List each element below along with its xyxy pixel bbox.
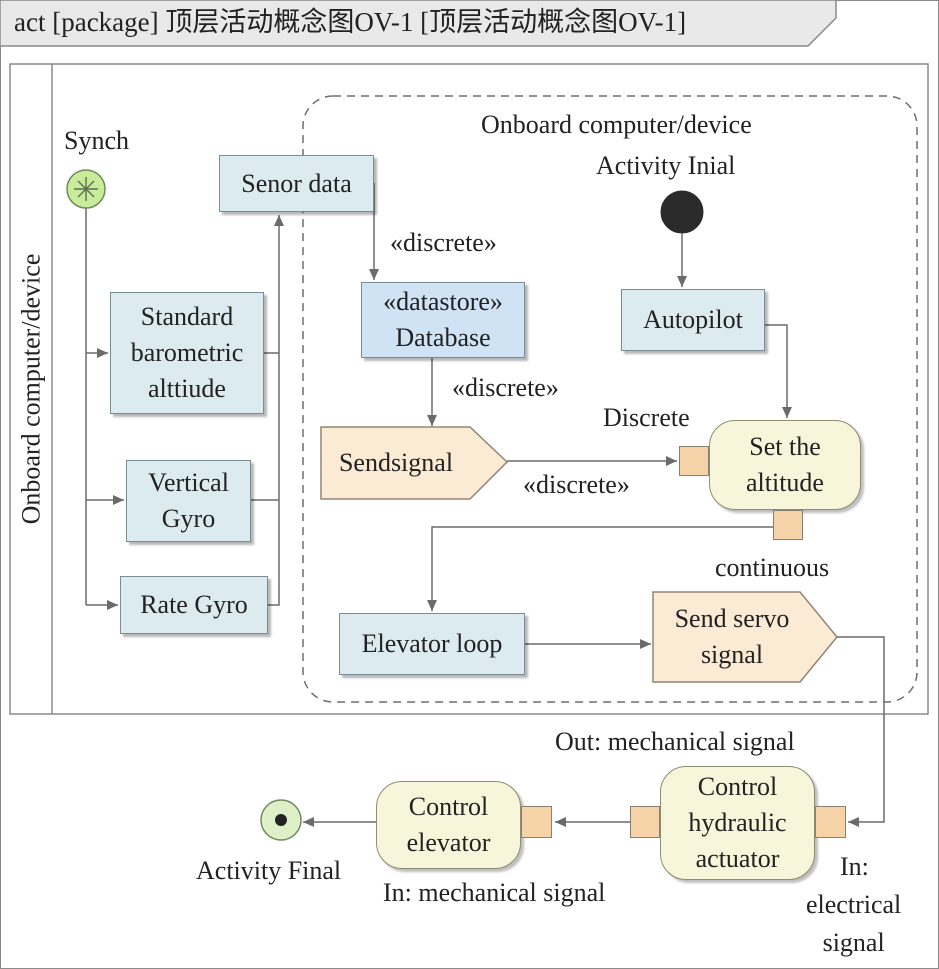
hydraulic-output-pin[interactable] xyxy=(630,806,660,838)
discrete-label-1: «discrete» xyxy=(390,228,497,257)
hydraulic-input-pin[interactable] xyxy=(815,806,846,838)
discrete-label-3: «discrete» xyxy=(523,470,630,499)
discrete-input-pin[interactable] xyxy=(679,446,709,476)
discrete-label-2: «discrete» xyxy=(452,373,559,402)
out-mechanical-label: Out: mechanical signal xyxy=(555,727,795,756)
swimlane-label: Onboard computer/device xyxy=(16,253,46,525)
elevator-input-pin[interactable] xyxy=(521,806,552,838)
in-electrical-label: In: electrical signal xyxy=(806,852,902,957)
continuous-pin-label: continuous xyxy=(715,553,830,582)
database-datastore[interactable]: «datastore» Database xyxy=(361,282,525,358)
elevator-loop-action[interactable]: Elevator loop xyxy=(339,613,525,675)
title-tab xyxy=(0,0,837,47)
final-node[interactable] xyxy=(260,799,302,841)
send-servo-label: Send servo signal xyxy=(674,604,790,669)
sendsignal-label: Sendsignal xyxy=(338,448,454,477)
synch-node[interactable] xyxy=(66,169,106,209)
diagram-title: act [package] 顶层活动概念图OV-1 [顶层活动概念图OV-1] xyxy=(14,7,687,37)
synch-label: Synch xyxy=(64,126,129,155)
swimlane-partition xyxy=(9,63,929,715)
set-altitude-action[interactable]: Set the altitude xyxy=(709,420,861,510)
control-elevator-action[interactable]: Control elevator xyxy=(376,781,521,869)
initial-node-label: Activity Inial xyxy=(596,151,736,180)
initial-node[interactable] xyxy=(660,190,704,234)
rate-gyro-action[interactable]: Rate Gyro xyxy=(120,576,268,634)
edge-setalt-to-elevloop xyxy=(427,526,774,611)
in-mechanical-label: In: mechanical signal xyxy=(383,878,606,907)
vertical-gyro-action[interactable]: Vertical Gyro xyxy=(126,460,251,542)
autopilot-action[interactable]: Autopilot xyxy=(621,289,765,351)
activity-final-label: Activity Final xyxy=(196,856,342,885)
senor-data-action[interactable]: Senor data xyxy=(219,155,374,212)
edge-rategyro-to-senor xyxy=(268,215,284,606)
barometric-altitude-action[interactable]: Standard barometric alttiude xyxy=(110,292,264,414)
onboard-region xyxy=(302,95,918,703)
edge-autopilot-to-setalt xyxy=(765,324,792,418)
sendsignal-shape[interactable] xyxy=(320,426,509,500)
discrete-pin-label: Discrete xyxy=(603,403,690,432)
edge-servo-to-hydraulic xyxy=(837,636,885,827)
region-label: Onboard computer/device xyxy=(481,110,752,139)
control-hydraulic-actuator-action[interactable]: Control hydraulic actuator xyxy=(660,766,815,880)
send-servo-shape[interactable] xyxy=(652,591,838,683)
continuous-output-pin[interactable] xyxy=(773,510,803,540)
